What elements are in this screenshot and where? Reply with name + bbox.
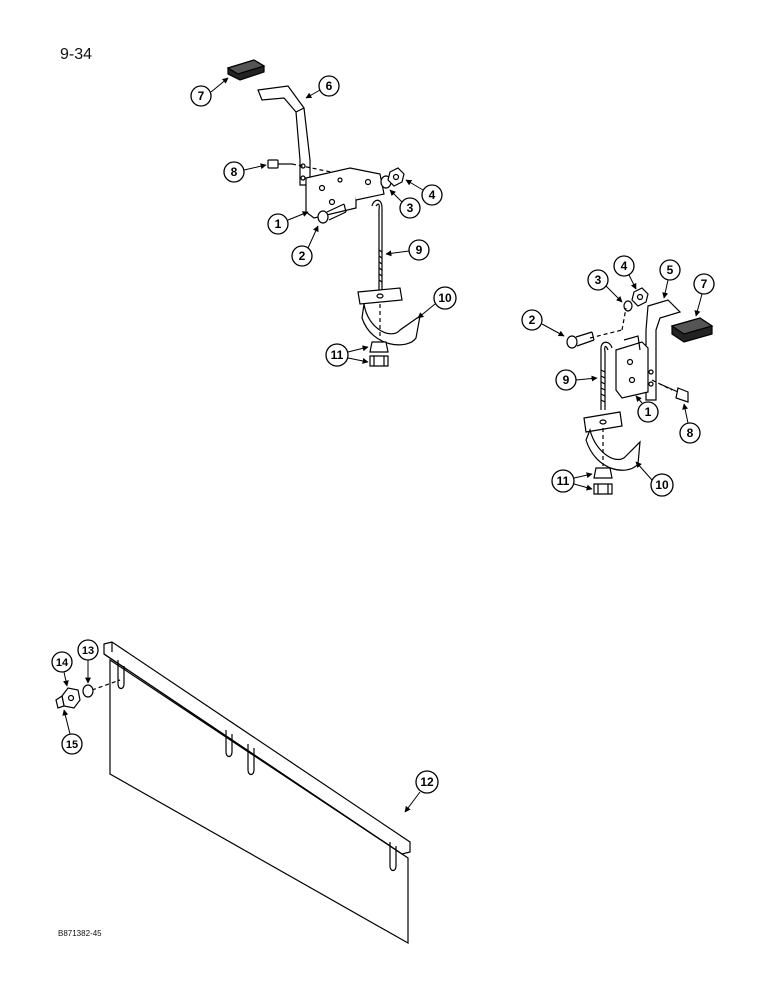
svg-text:8: 8 bbox=[687, 426, 694, 440]
mud-flap-rail bbox=[103, 641, 411, 855]
right-callout-3: 3 bbox=[587, 269, 623, 303]
right-callout-8: 8 bbox=[679, 403, 701, 444]
right-j-bolt bbox=[600, 341, 613, 410]
svg-text:3: 3 bbox=[407, 201, 414, 215]
right-nut bbox=[631, 287, 649, 307]
flap-callout-12: 12 bbox=[404, 770, 439, 813]
flap-callout-14: 14 bbox=[51, 651, 73, 687]
left-callout-4: 4 bbox=[405, 179, 443, 206]
svg-text:11: 11 bbox=[331, 348, 344, 362]
mud-flap-studs bbox=[117, 660, 397, 872]
svg-text:1: 1 bbox=[645, 405, 652, 419]
right-callout-2: 2 bbox=[521, 309, 565, 337]
svg-text:12: 12 bbox=[420, 775, 434, 789]
right-callout-1: 1 bbox=[635, 395, 659, 423]
right-upper-bolt bbox=[566, 331, 595, 349]
left-bracket bbox=[305, 167, 385, 219]
svg-text:14: 14 bbox=[56, 657, 69, 669]
page-number: 9-34 bbox=[60, 46, 93, 63]
left-lower-bolt bbox=[317, 203, 347, 224]
right-bracket bbox=[615, 335, 649, 399]
svg-text:5: 5 bbox=[667, 263, 674, 277]
figure-code: B871382-45 bbox=[58, 929, 102, 938]
left-callout-7: 7 bbox=[190, 77, 229, 107]
svg-text:9: 9 bbox=[563, 373, 570, 387]
left-callout-9: 9 bbox=[385, 239, 430, 261]
right-callout-11: 11 bbox=[551, 469, 593, 493]
left-callout-8: 8 bbox=[223, 161, 267, 183]
left-support-bracket bbox=[357, 287, 421, 346]
svg-text:7: 7 bbox=[198, 89, 205, 103]
left-pedal-pad bbox=[226, 59, 266, 81]
flap-nuts bbox=[55, 687, 81, 709]
svg-text:9: 9 bbox=[416, 243, 423, 257]
left-bolt bbox=[267, 159, 292, 169]
right-pedal-assembly bbox=[566, 287, 714, 495]
left-callout-2: 2 bbox=[291, 225, 319, 267]
right-lower-bolt bbox=[659, 383, 689, 403]
svg-text:10: 10 bbox=[655, 478, 669, 492]
svg-text:2: 2 bbox=[299, 249, 306, 263]
left-pedal-assembly bbox=[226, 59, 421, 367]
svg-text:3: 3 bbox=[595, 273, 602, 287]
svg-text:15: 15 bbox=[66, 739, 78, 751]
svg-text:4: 4 bbox=[429, 188, 436, 202]
left-callout-11: 11 bbox=[325, 343, 369, 367]
right-callout-10: 10 bbox=[635, 461, 674, 497]
flap-callout-15: 15 bbox=[61, 709, 83, 755]
right-callout-7: 7 bbox=[693, 273, 715, 317]
left-nut bbox=[387, 167, 405, 187]
right-pedal-pad bbox=[670, 317, 714, 343]
right-support-bracket bbox=[583, 411, 641, 471]
flap-callout-13: 13 bbox=[77, 639, 99, 684]
svg-text:13: 13 bbox=[82, 645, 94, 657]
left-callout-3: 3 bbox=[389, 189, 421, 219]
right-lower-nuts bbox=[593, 467, 613, 495]
left-j-bolt bbox=[371, 199, 383, 290]
right-callout-5: 5 bbox=[659, 259, 681, 299]
svg-text:2: 2 bbox=[529, 313, 536, 327]
svg-text:8: 8 bbox=[231, 165, 238, 179]
right-washer bbox=[623, 300, 633, 312]
svg-text:4: 4 bbox=[621, 259, 628, 273]
svg-text:11: 11 bbox=[557, 474, 570, 488]
left-callout-10: 10 bbox=[417, 286, 457, 319]
left-pedal-arm bbox=[257, 85, 311, 186]
svg-text:10: 10 bbox=[438, 291, 452, 305]
left-callout-1: 1 bbox=[267, 211, 309, 235]
svg-text:1: 1 bbox=[275, 217, 282, 231]
right-callout-4: 4 bbox=[613, 255, 637, 290]
left-lower-nuts bbox=[369, 341, 389, 367]
flap-washer bbox=[82, 684, 94, 698]
right-callout-9: 9 bbox=[555, 369, 598, 391]
svg-text:7: 7 bbox=[701, 277, 708, 291]
left-callout-6: 6 bbox=[305, 75, 340, 99]
svg-text:6: 6 bbox=[326, 79, 333, 93]
mud-flap-panel bbox=[109, 658, 409, 945]
mud-flap-assembly bbox=[55, 641, 411, 945]
